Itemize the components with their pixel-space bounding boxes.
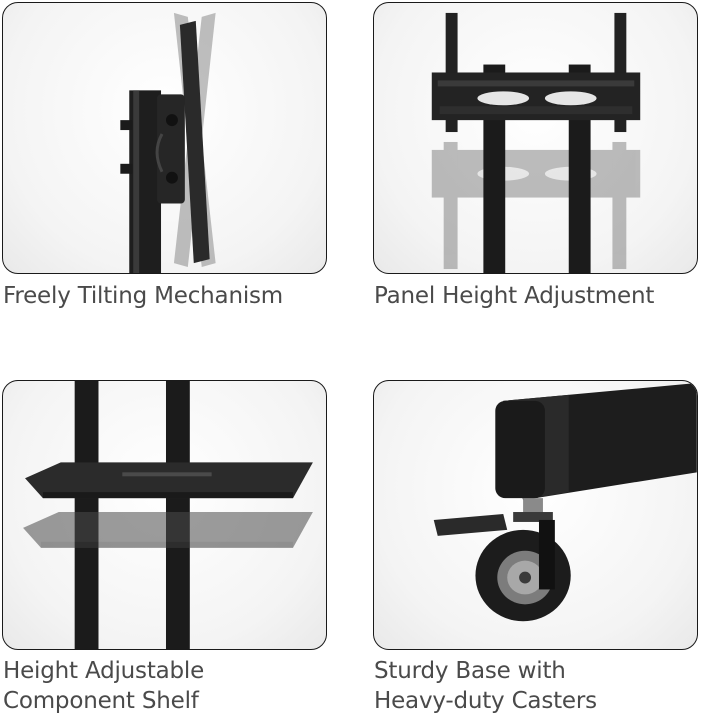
panel-height-caption: Panel Height Adjustment — [374, 283, 655, 309]
tilt-mechanism-card — [2, 2, 327, 274]
component-shelf-image — [23, 381, 313, 649]
caster-base-image — [433, 382, 697, 622]
panel-height-image — [431, 12, 641, 273]
component-shelf-caption: Height Adjustable Component Shelf — [3, 658, 205, 714]
caster-base-caption: Sturdy Base with Heavy-duty Casters — [374, 658, 597, 714]
tilt-mechanism-image — [120, 12, 216, 273]
caster-base-card — [373, 380, 698, 650]
component-shelf-card — [2, 380, 327, 650]
panel-height-card — [373, 2, 698, 274]
tilt-mechanism-caption: Freely Tilting Mechanism — [3, 283, 284, 309]
